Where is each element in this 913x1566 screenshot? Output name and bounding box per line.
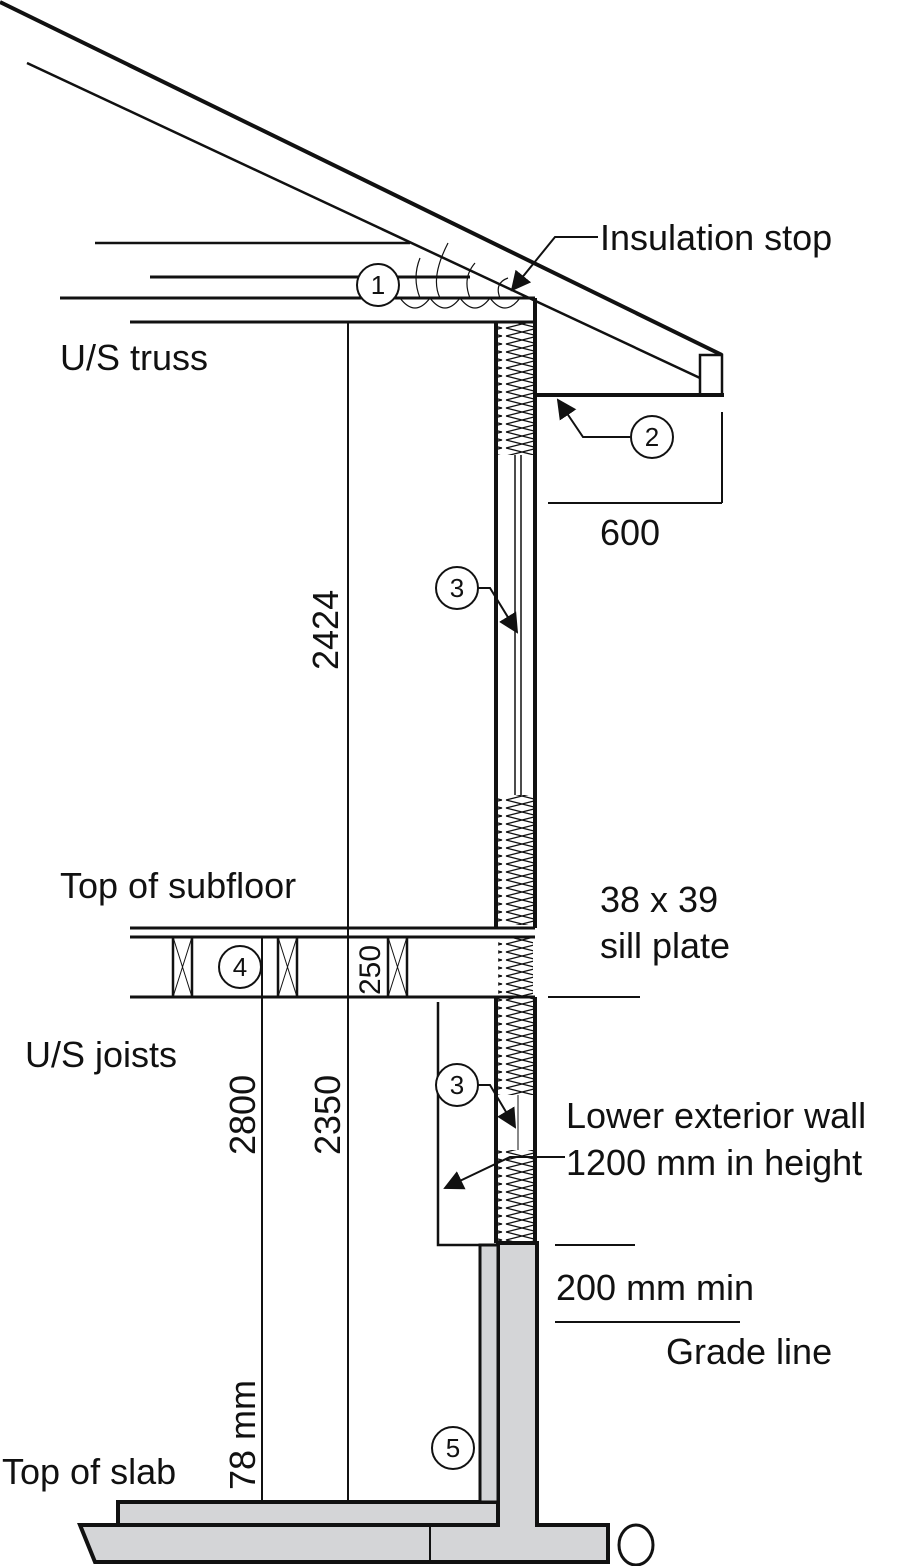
- sill-plate-label: sill plate: [600, 925, 730, 966]
- dim-250: 250: [354, 945, 387, 995]
- callout-4: 4: [233, 952, 247, 982]
- callout-numbers: 1 2 3 3 4 5: [233, 270, 659, 1463]
- top-slab-label: Top of slab: [2, 1451, 176, 1492]
- callout-3-upper: 3: [450, 573, 464, 603]
- sill-plate-size: 38 x 39: [600, 879, 718, 920]
- foundation: [77, 1241, 655, 1566]
- callout-3-lower: 3: [450, 1070, 464, 1100]
- upper-wall: [494, 298, 537, 928]
- roof: [0, 0, 724, 397]
- callout-2: 2: [645, 422, 659, 452]
- dim-2800: 2800: [222, 1075, 263, 1155]
- grade-line-label: Grade line: [666, 1331, 832, 1372]
- dim-2424: 2424: [305, 590, 346, 670]
- lower-wall: [436, 997, 537, 1247]
- insulation-stop-label: Insulation stop: [600, 217, 832, 258]
- clearance-label: 200 mm min: [556, 1267, 754, 1308]
- us-truss-label: U/S truss: [60, 337, 208, 378]
- callout-1: 1: [371, 270, 385, 300]
- floor-system: [130, 926, 535, 999]
- callout-circles: [218, 263, 674, 1470]
- drain-pipe-icon: [617, 1523, 655, 1566]
- overhang-dimension: 600: [600, 512, 660, 553]
- ceiling-truss: [60, 241, 535, 324]
- dimension-lines: [261, 322, 740, 1502]
- dim-2350: 2350: [307, 1075, 348, 1155]
- top-subfloor-label: Top of subfloor: [60, 865, 296, 906]
- lower-wall-height: 1200 mm in height: [566, 1142, 862, 1183]
- us-joists-label: U/S joists: [25, 1034, 177, 1075]
- lower-wall-label: Lower exterior wall: [566, 1095, 866, 1136]
- labels: Insulation stop U/S truss 600 Top of sub…: [2, 217, 866, 1492]
- callout-5: 5: [446, 1433, 460, 1463]
- dim-78mm: 78 mm: [222, 1380, 263, 1490]
- leaders: [443, 236, 630, 1190]
